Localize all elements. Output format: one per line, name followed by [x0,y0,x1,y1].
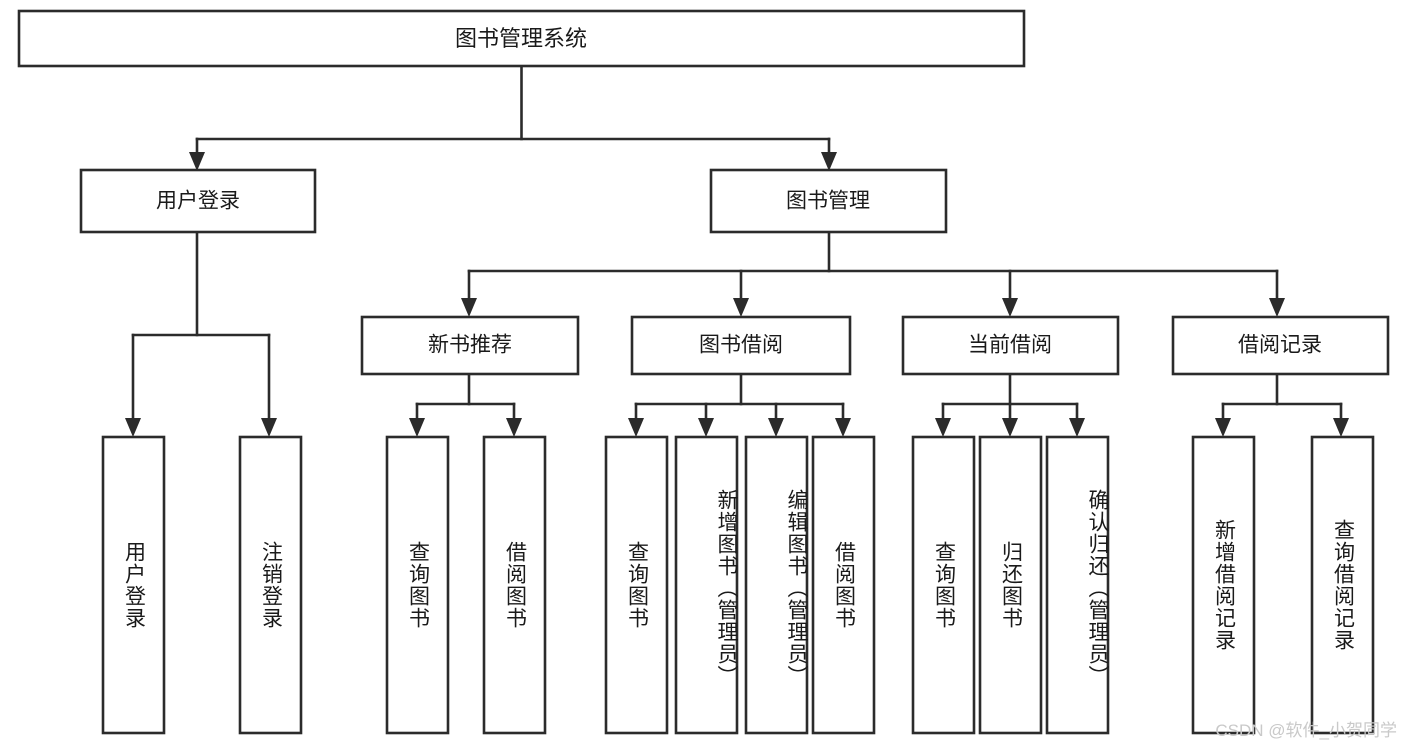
connector-userlogin-to-leaves [125,230,277,437]
leaf-box-logout[interactable] [238,435,303,735]
node-book-borrow-label: 图书借阅 [699,334,783,357]
node-current-borrow[interactable]: 当前借阅 [901,315,1120,376]
leaf-box-nb-borrow[interactable] [482,435,547,735]
leaf-box-bo-edit[interactable] [744,435,809,735]
leaf-box-rec-query[interactable] [1310,435,1375,735]
node-root-label: 图书管理系统 [455,26,587,51]
connector-record-to-leaves [1215,372,1349,437]
node-user-login-label: 用户登录 [156,190,240,213]
connector-current-to-leaves [935,372,1085,437]
leaf-box-cu-query[interactable] [911,435,976,735]
leaf-box-bo-borrow[interactable] [811,435,876,735]
node-book-manage[interactable]: 图书管理 [709,168,948,234]
node-new-book-recommend-label: 新书推荐 [428,334,512,357]
node-current-borrow-label: 当前借阅 [968,334,1052,357]
node-root[interactable]: 图书管理系统 [17,9,1026,68]
leaf-box-nb-query[interactable] [385,435,450,735]
node-borrow-record[interactable]: 借阅记录 [1171,315,1390,376]
node-book-manage-label: 图书管理 [786,190,870,213]
connector-borrow-to-leaves [628,372,851,437]
leaf-box-cu-confirm[interactable] [1045,435,1110,735]
node-user-login[interactable]: 用户登录 [79,168,317,234]
leaf-box-bo-add[interactable] [674,435,739,735]
node-borrow-record-label: 借阅记录 [1238,334,1322,357]
leaf-box-rec-add[interactable] [1191,435,1256,735]
connector-newbook-to-leaves [409,372,522,437]
connector-bookmanage-to-level3 [461,230,1285,317]
leaf-box-cu-return[interactable] [978,435,1043,735]
leaf-box-user-login[interactable] [101,435,166,735]
node-new-book-recommend[interactable]: 新书推荐 [360,315,580,376]
node-book-borrow[interactable]: 图书借阅 [630,315,852,376]
connector-root-to-level2 [189,64,837,171]
watermark-text: CSDN @软件_小贺同学 [1215,721,1397,740]
leaf-box-bo-query[interactable] [604,435,669,735]
